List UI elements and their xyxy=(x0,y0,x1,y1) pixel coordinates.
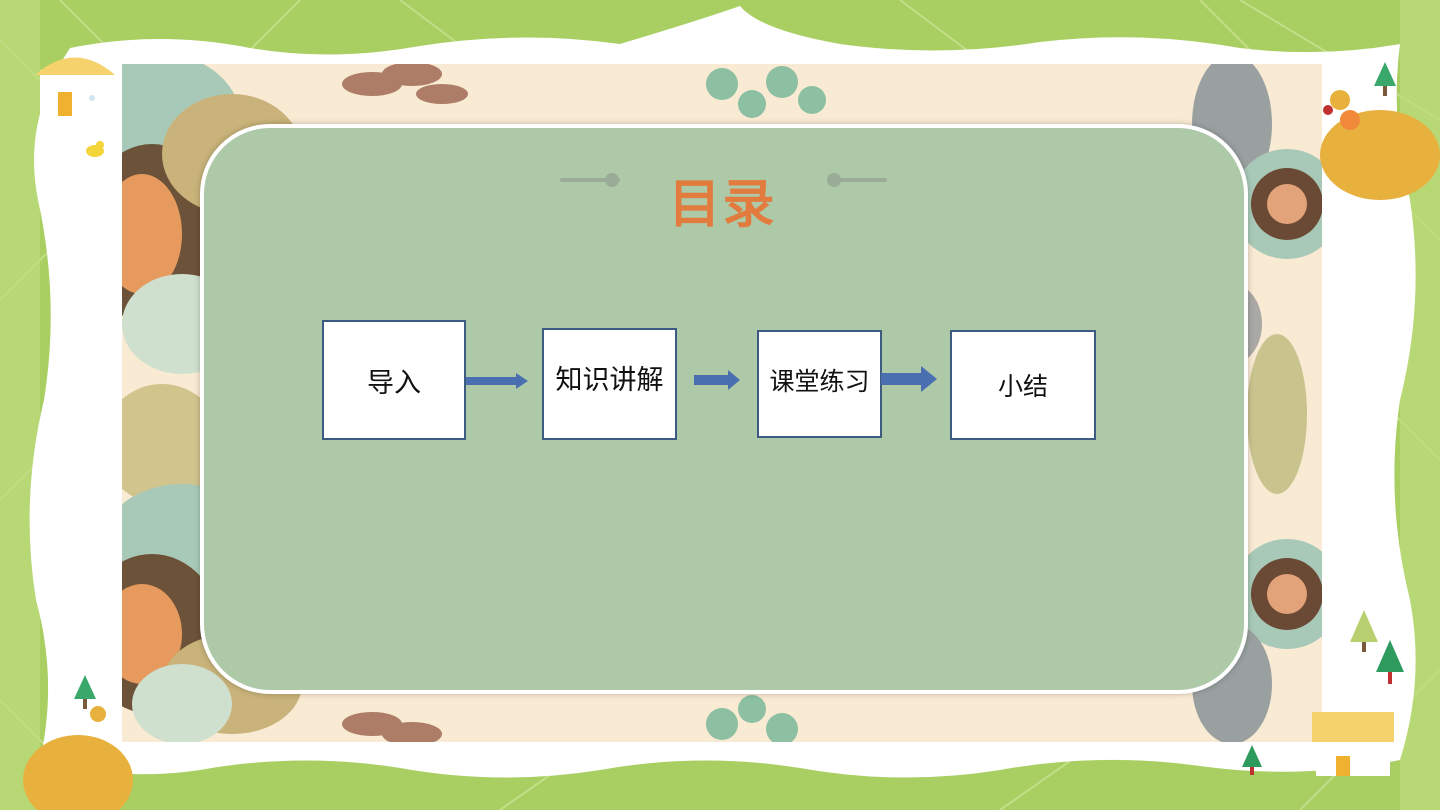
trees-bottom-right-icon xyxy=(1350,610,1404,684)
flow-step-practice[interactable]: 课堂练习 xyxy=(757,330,882,438)
flow-step-label: 课堂练习 xyxy=(769,367,870,396)
title-deco-left-line xyxy=(560,178,620,182)
tree-small-icon xyxy=(1242,745,1262,775)
bear-icon xyxy=(1320,90,1440,200)
flow-step-knowledge[interactable]: 知识讲解 xyxy=(542,328,677,440)
flow-step-label: 导入 xyxy=(367,367,421,399)
title-deco-left-dot xyxy=(605,173,619,187)
arrow-1-icon xyxy=(466,373,528,389)
flow-step-intro[interactable]: 导入 xyxy=(322,320,466,440)
bird-icon xyxy=(86,141,104,157)
title-group: 目录 xyxy=(555,160,890,235)
flow-step-label: 小结 xyxy=(997,372,1048,401)
tree-icon xyxy=(1374,62,1396,96)
title-deco-right-line xyxy=(827,178,887,182)
bear-bottom-icon xyxy=(23,706,133,810)
arrow-3-icon xyxy=(881,366,937,392)
flow-step-label: 知识讲解 xyxy=(555,365,664,396)
arrow-2-icon xyxy=(694,370,740,390)
flow-step-summary[interactable]: 小结 xyxy=(950,330,1096,440)
house-bottom-icon xyxy=(1312,712,1394,776)
tree-bottom-left-icon xyxy=(74,675,96,709)
house-icon xyxy=(35,57,115,120)
page-title: 目录 xyxy=(668,174,777,235)
